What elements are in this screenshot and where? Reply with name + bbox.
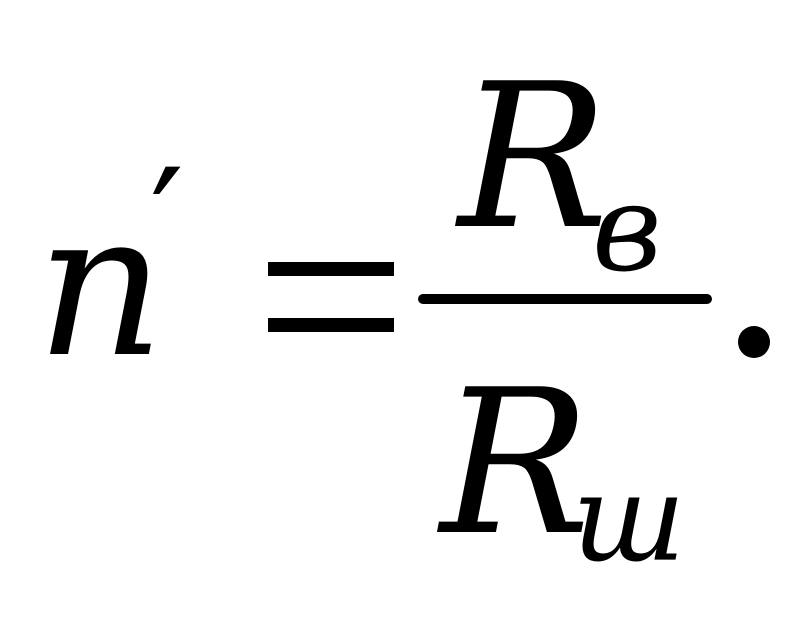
denominator-subscript: ш bbox=[572, 450, 686, 589]
numerator-subscript: в bbox=[592, 160, 662, 299]
fraction-bar bbox=[418, 294, 712, 304]
period-mark bbox=[738, 326, 770, 358]
prime-mark: ′ bbox=[150, 138, 185, 312]
numerator-variable: R bbox=[458, 41, 609, 274]
denominator-variable: R bbox=[440, 347, 591, 580]
equals-sign-bottom-bar bbox=[268, 318, 394, 332]
lhs-variable: n bbox=[36, 169, 165, 402]
equals-sign-top-bar bbox=[268, 262, 394, 276]
